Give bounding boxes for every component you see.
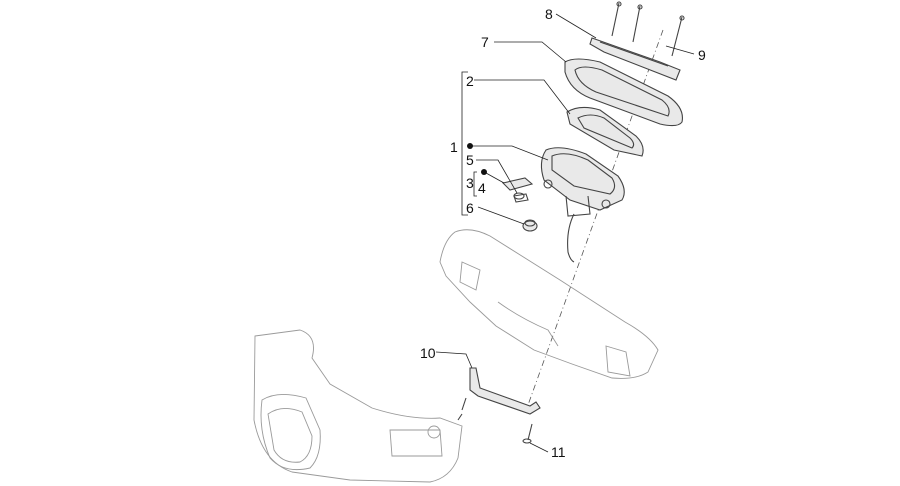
dot-marker-1 — [467, 143, 473, 149]
callout-1: 1 — [450, 139, 458, 155]
leader-1 — [472, 145, 549, 161]
callout-11: 11 — [551, 444, 566, 460]
leader-9 — [665, 45, 695, 55]
insert-block-part — [501, 177, 534, 203]
leader-2 — [474, 79, 571, 115]
callout-4: 4 — [478, 180, 486, 196]
callout-2: 2 — [466, 73, 474, 89]
group-bracket-3 — [473, 171, 477, 197]
instrument-housing-part — [540, 147, 625, 263]
leader-8 — [555, 13, 597, 39]
leader-5 — [476, 159, 518, 194]
callout-3: 3 — [466, 175, 474, 191]
top-plate-part — [589, 1, 685, 81]
bracket-part — [457, 367, 541, 421]
dot-marker-4 — [481, 169, 487, 175]
callout-8: 8 — [545, 6, 553, 22]
callout-9: 9 — [698, 47, 706, 63]
front-handlebar-cover — [253, 329, 463, 483]
callout-7: 7 — [481, 34, 489, 50]
leader-11 — [529, 442, 549, 453]
callout-6: 6 — [466, 200, 474, 216]
bulb-part — [513, 192, 525, 200]
instrument-bezel-part — [564, 58, 683, 127]
leader-4 — [485, 172, 505, 184]
callout-5: 5 — [466, 152, 474, 168]
callout-10: 10 — [420, 345, 436, 361]
group-bracket-1 — [461, 71, 468, 216]
leader-10 — [435, 351, 473, 369]
screw-part — [522, 423, 533, 444]
leader-7 — [494, 41, 567, 63]
cap-part — [522, 219, 538, 232]
leader-6 — [477, 206, 525, 225]
gauge-frame-part — [566, 106, 644, 157]
rear-handlebar-cover — [439, 229, 659, 379]
